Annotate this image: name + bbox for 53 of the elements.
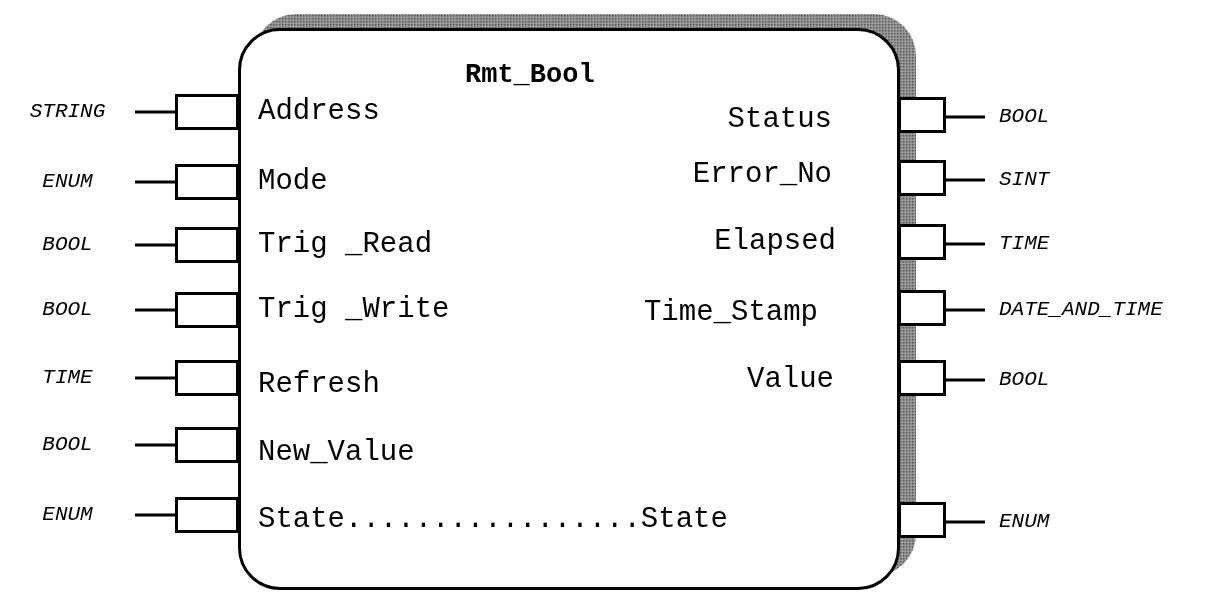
pin-name: Refresh: [258, 367, 380, 403]
pin-box: [898, 502, 946, 538]
pin-box: [175, 227, 239, 263]
connector-line: [946, 115, 985, 119]
pin-box: [175, 292, 239, 328]
block-title: Rmt_Bool: [465, 59, 595, 91]
data-type: BOOL: [0, 430, 135, 460]
data-type: TIME: [985, 229, 1205, 259]
pin-name: New_Value: [258, 435, 415, 471]
pin-name: Address: [258, 94, 380, 130]
data-type: TIME: [0, 363, 135, 393]
pin-box: [175, 164, 239, 200]
pin-name: Time_Stamp: [643, 295, 818, 331]
pin-box: [898, 290, 946, 326]
connector-line: [135, 180, 175, 184]
pin-box: [898, 160, 946, 196]
connector-line: [946, 308, 985, 312]
pin-name: Error_No: [692, 157, 832, 193]
pin-name: Trig _Write: [258, 292, 450, 328]
data-type: BOOL: [985, 102, 1205, 132]
connector-line: [946, 178, 985, 182]
data-type: DATE_AND_TIME: [985, 295, 1205, 325]
data-type: BOOL: [0, 230, 135, 260]
connector-line: [946, 520, 985, 524]
data-type: SINT: [985, 165, 1205, 195]
connector-line: [135, 513, 175, 517]
data-type: ENUM: [985, 507, 1205, 537]
pin-name: Status: [727, 102, 832, 138]
pin-box: [175, 497, 239, 533]
connector-line: [135, 376, 175, 380]
data-type: BOOL: [985, 365, 1205, 395]
pin-name: Mode: [258, 164, 328, 200]
connector-line: [135, 110, 175, 114]
pin-box: [175, 94, 239, 130]
pin-box: [175, 427, 239, 463]
connector-line: [135, 308, 175, 312]
data-type: ENUM: [0, 167, 135, 197]
connector-line: [135, 443, 175, 447]
connector-line: [135, 243, 175, 247]
pin-name: State.................State: [258, 502, 728, 538]
pin-box: [898, 360, 946, 396]
connector-line: [946, 242, 985, 246]
connector-line: [946, 378, 985, 382]
data-type: STRING: [0, 97, 135, 127]
data-type: BOOL: [0, 295, 135, 325]
function-block: [238, 28, 900, 590]
pin-name: Trig _Read: [258, 227, 433, 263]
pin-box: [175, 360, 239, 396]
pin-name: Elapsed: [714, 224, 836, 260]
pin-box: [898, 97, 946, 133]
pin-box: [898, 224, 946, 260]
data-type: ENUM: [0, 500, 135, 530]
pin-name: Value: [747, 362, 834, 398]
